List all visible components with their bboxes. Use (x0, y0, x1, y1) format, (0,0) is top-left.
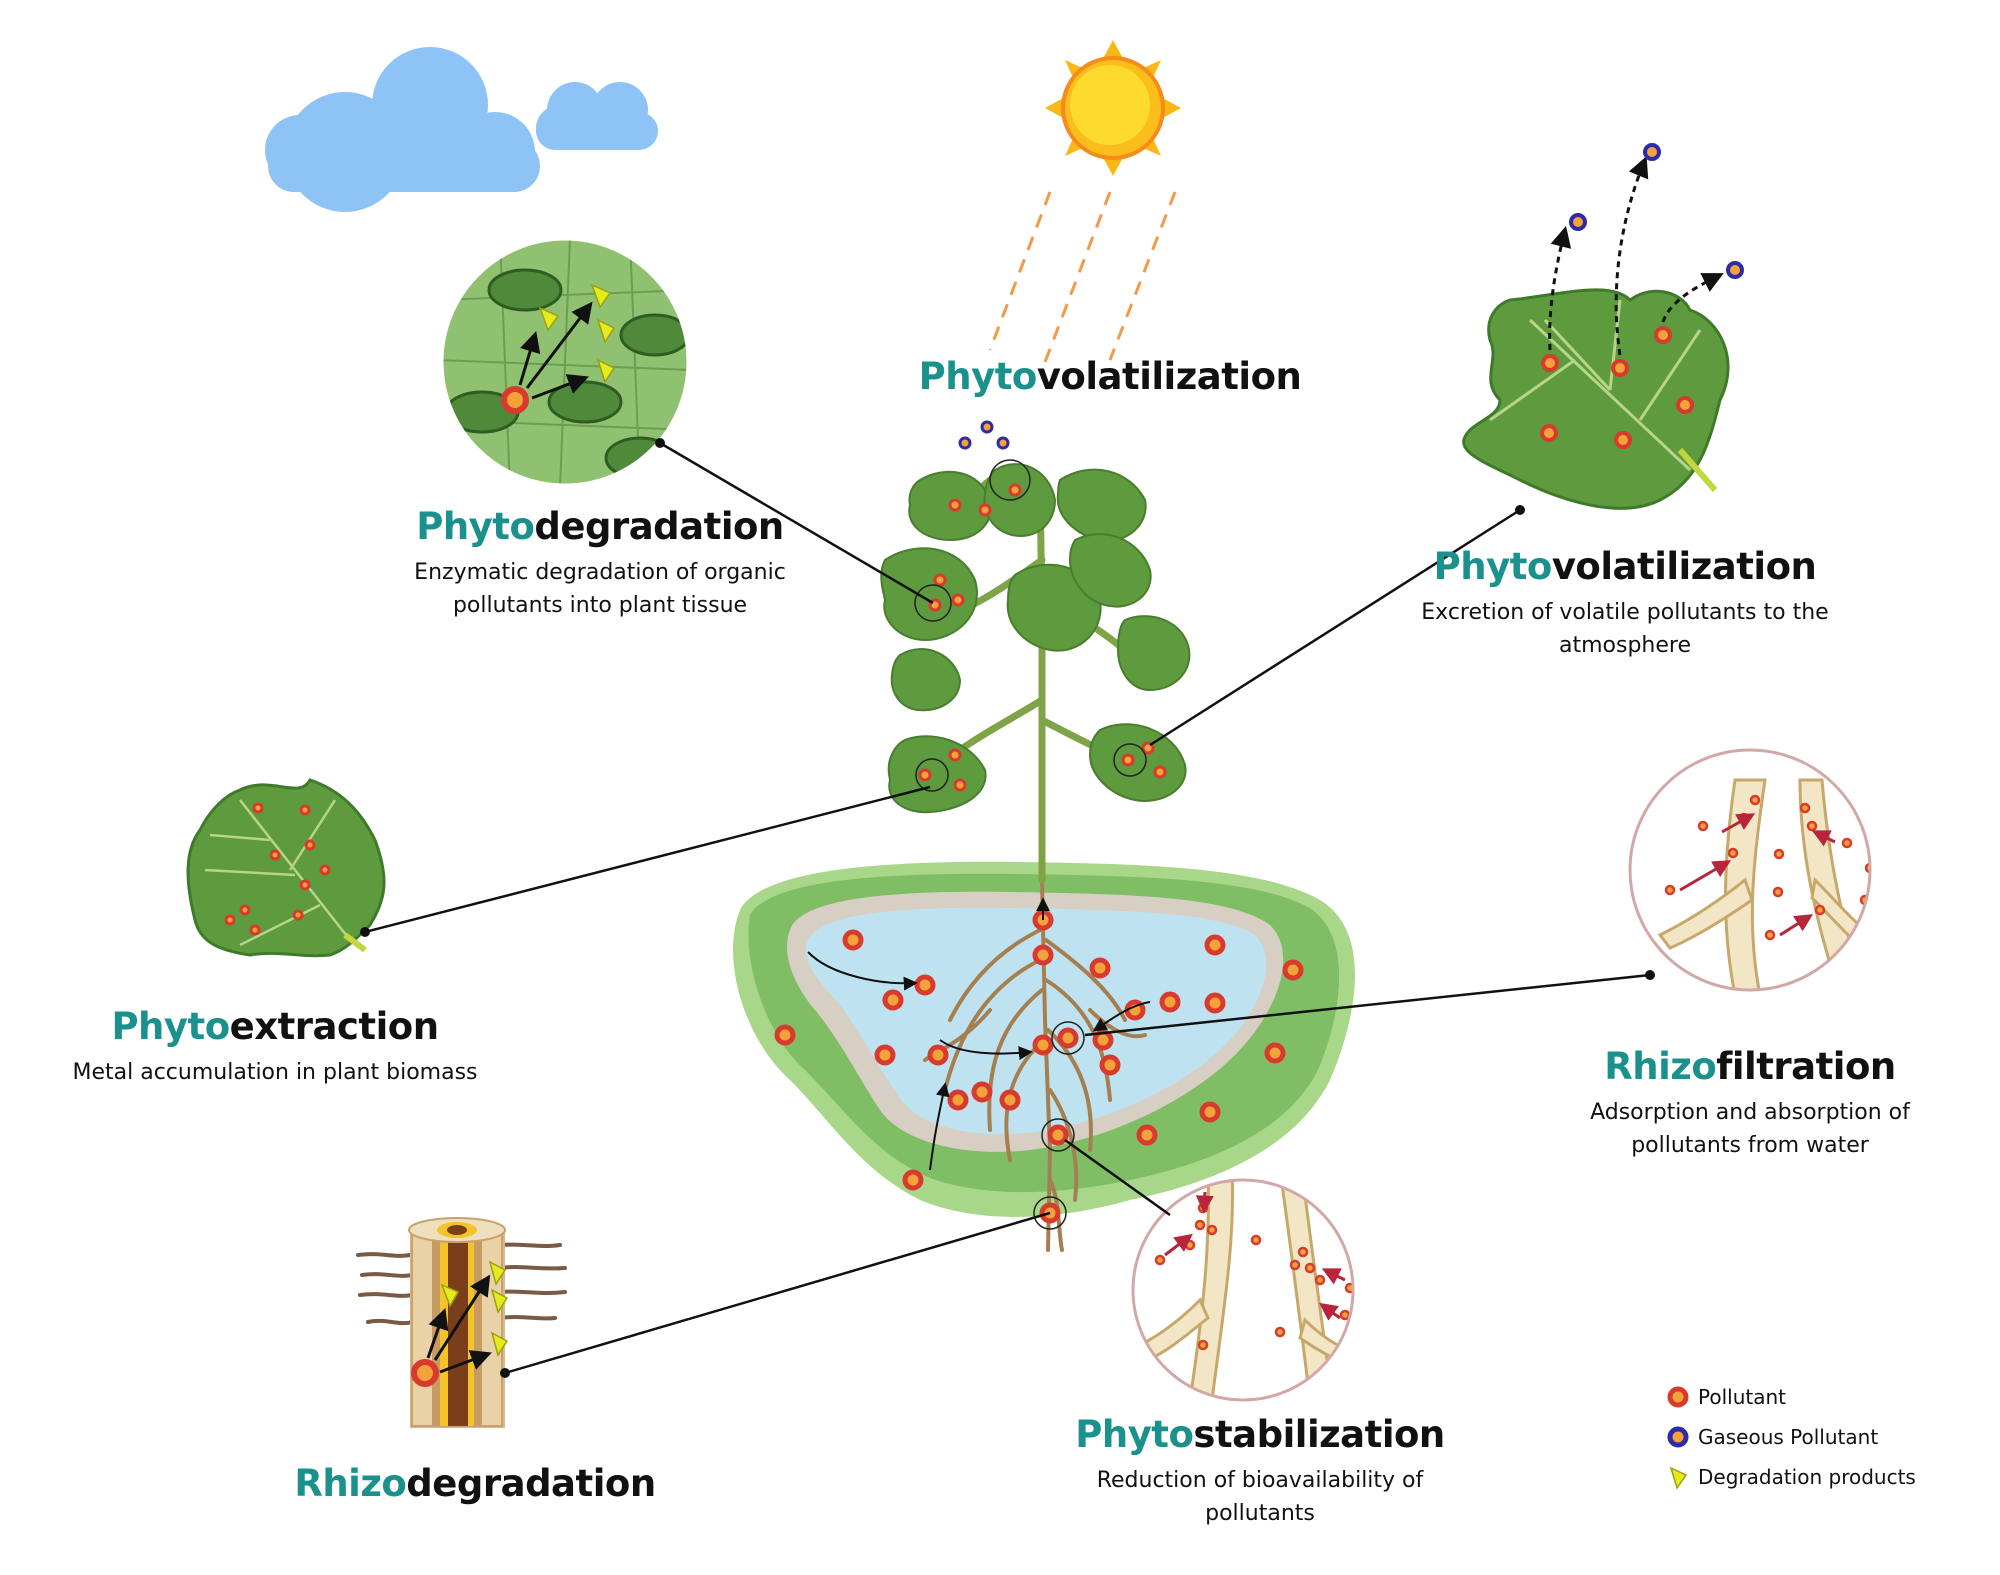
phytostabilization-desc-line-1: Reduction of bioavailability of (1096, 1468, 1424, 1493)
phytovolatilization-description: Excretion of volatile pollutants to the … (1375, 596, 1875, 662)
top-volatilization-prefix: Phyto (918, 355, 1038, 398)
rhizodegradation-title: Rhizodegradation (255, 1462, 695, 1505)
phytovolatilization-title: Phytovolatilization (1375, 545, 1875, 588)
connector-lines (364, 441, 1651, 1375)
rhizodegradation-root-section (356, 1217, 567, 1428)
top-volatilization-title: Phytovolatilization (880, 355, 1340, 398)
top-volatilization-suffix: volatilization (1036, 355, 1302, 398)
pond-pollutants (774, 909, 1304, 1224)
legend-degradation-products-label: Degradation products (1698, 1465, 1916, 1489)
rhizofiltration-desc-line-2: pollutants from water (1631, 1133, 1869, 1158)
phytostabilization-label: Phytostabilization Reduction of bioavail… (1030, 1413, 1490, 1530)
top-volatilization-label: Phytovolatilization (880, 355, 1340, 398)
volatilization-leaf (1462, 143, 1744, 510)
rhizodegradation-label: Rhizodegradation (255, 1462, 695, 1505)
phytodegradation-label: Phytodegradation Enzymatic degradation o… (370, 505, 830, 622)
phytoextraction-desc-line-1: Metal accumulation in plant biomass (72, 1060, 478, 1085)
gaseous-pollutant-legend-icon (1667, 1426, 1689, 1448)
phytodegradation-zoom (440, 237, 690, 487)
pond-arrows (807, 897, 1151, 1171)
legend-gaseous-pollutant-label: Gaseous Pollutant (1698, 1425, 1879, 1449)
phytostabilization-title: Phytostabilization (1030, 1413, 1490, 1456)
phytovolatilization-label: Phytovolatilization Excretion of volatil… (1375, 545, 1875, 662)
legend-pollutant-label: Pollutant (1698, 1385, 1786, 1409)
phytostabilization-description: Reduction of bioavailability of pollutan… (1030, 1464, 1490, 1530)
rhizofiltration-title: Rhizofiltration (1520, 1045, 1980, 1088)
pollutant-legend-icon (1667, 1386, 1689, 1408)
rhizofiltration-label: Rhizofiltration Adsorption and absorptio… (1520, 1045, 1980, 1162)
phytostabilization-zoom (1131, 1178, 1355, 1402)
phytodegradation-title: Phytodegradation (370, 505, 830, 548)
phytostabilization-suffix: stabilization (1193, 1413, 1445, 1456)
rhizofiltration-suffix: filtration (1716, 1045, 1896, 1088)
phytostabilization-prefix: Phyto (1075, 1413, 1194, 1456)
plant-gaseous-pollutants (958, 420, 1010, 450)
degradation-product-legend-icon (1669, 1466, 1688, 1490)
phytodegradation-desc-line-1: Enzymatic degradation of organic (414, 560, 786, 585)
rhizodegradation-suffix: degradation (406, 1462, 656, 1505)
phytoextraction-prefix: Phyto (111, 1005, 230, 1048)
cloud-icon (265, 47, 540, 212)
rhizofiltration-description: Adsorption and absorption of pollutants … (1520, 1096, 1980, 1162)
phytostabilization-desc-line-2: pollutants (1205, 1501, 1315, 1526)
phytodegradation-desc-line-2: pollutants into plant tissue (452, 593, 748, 618)
phytoextraction-description: Metal accumulation in plant biomass (40, 1056, 510, 1089)
sun-rays (988, 191, 1177, 363)
small-cloud-icon (536, 82, 658, 150)
sun-icon (1045, 40, 1181, 176)
rhizofiltration-zoom (1628, 748, 1872, 992)
legend-symbols (1667, 1386, 1689, 1490)
rhizofiltration-desc-line-1: Adsorption and absorption of (1590, 1100, 1910, 1125)
phytovolatilization-desc-line-2: atmosphere (1559, 633, 1691, 658)
extraction-leaf (186, 778, 386, 958)
highlight-circles (914, 459, 1147, 1230)
phytoextraction-suffix: extraction (229, 1005, 439, 1048)
rhizofiltration-prefix: Rhizo (1604, 1045, 1717, 1088)
phytodegradation-suffix: degradation (534, 505, 784, 548)
connector-dots (360, 438, 1655, 1378)
phytoextraction-title: Phytoextraction (40, 1005, 510, 1048)
phytovolatilization-suffix: volatilization (1551, 545, 1817, 588)
phytovolatilization-prefix: Phyto (1433, 545, 1553, 588)
rhizodegradation-prefix: Rhizo (294, 1462, 407, 1505)
phytodegradation-prefix: Phyto (416, 505, 535, 548)
phytoextraction-label: Phytoextraction Metal accumulation in pl… (40, 1005, 510, 1089)
phytovolatilization-desc-line-1: Excretion of volatile pollutants to the (1421, 600, 1829, 625)
plant-leaf-pollutants (918, 483, 1167, 792)
phytodegradation-description: Enzymatic degradation of organic polluta… (370, 556, 830, 622)
